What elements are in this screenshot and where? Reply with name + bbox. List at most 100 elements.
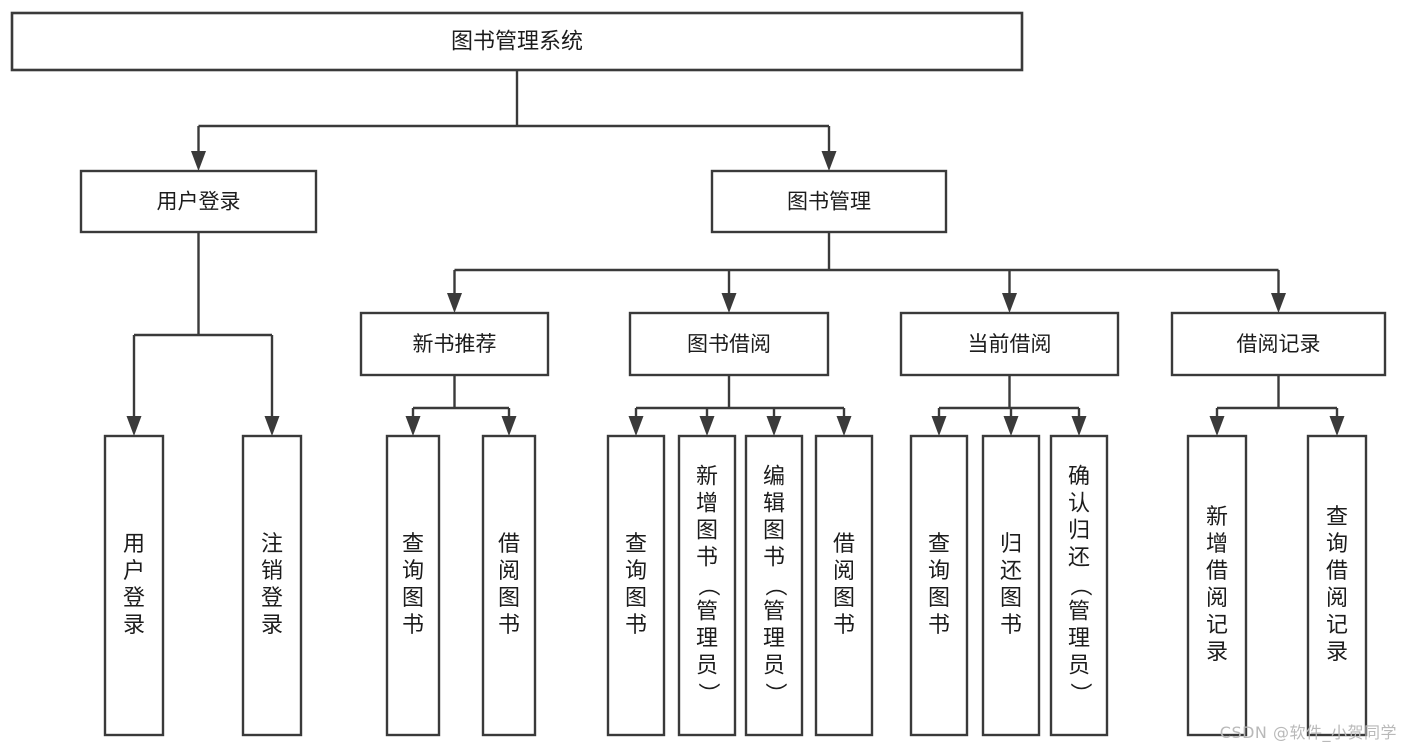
leaf-book-borrow-0-box [606, 434, 666, 737]
svg-text:查: 查 [1326, 505, 1348, 530]
node-borrow-record[interactable]: 借阅记录 [1170, 311, 1387, 377]
leaf-user-login-0-label: 用户登录 [123, 532, 145, 638]
svg-text:归: 归 [1000, 532, 1022, 557]
svg-text:询: 询 [928, 559, 950, 584]
svg-text:阅: 阅 [1206, 586, 1228, 611]
arrow-head-icon [447, 293, 462, 313]
svg-text:登: 登 [261, 586, 283, 611]
svg-text:用: 用 [123, 532, 145, 557]
svg-text:）: ） [695, 682, 720, 704]
arrow-head-icon [836, 416, 852, 436]
arrow-head-icon [1071, 416, 1087, 436]
arrow-head-icon [405, 416, 421, 436]
node-new-book-recommend[interactable]: 新书推荐 [359, 311, 550, 377]
node-current-borrow[interactable]: 当前借阅 [899, 311, 1120, 377]
node-user-login-box [79, 169, 318, 234]
svg-text:记: 记 [1206, 613, 1228, 638]
svg-text:书: 书 [498, 613, 520, 638]
leaf-new-book-recommend-1-box [481, 434, 537, 737]
svg-text:登: 登 [123, 586, 145, 611]
node-book-borrow[interactable]: 图书借阅 [628, 311, 830, 377]
node-layer: 图书管理系统用户登录图书管理新书推荐图书借阅当前借阅借阅记录用户登录注销登录查询… [10, 11, 1387, 737]
node-book-management[interactable]: 图书管理 [710, 169, 948, 234]
arrow-head-icon [1209, 416, 1225, 436]
node-root-system[interactable]: 图书管理系统 [10, 11, 1024, 72]
svg-text:管: 管 [696, 600, 718, 625]
svg-text:新: 新 [1206, 505, 1228, 530]
leaf-book-borrow-2-box [744, 434, 804, 737]
svg-text:图: 图 [928, 586, 950, 611]
svg-text:借: 借 [498, 532, 520, 557]
node-current-borrow-box [899, 311, 1120, 377]
node-current-borrow-label: 当前借阅 [968, 332, 1052, 356]
node-user-login[interactable]: 用户登录 [79, 169, 318, 234]
leaf-borrow-record-0-box [1186, 434, 1248, 737]
arrow-head-icon [501, 416, 517, 436]
svg-text:理: 理 [1068, 627, 1090, 652]
svg-text:还: 还 [1000, 559, 1022, 584]
svg-text:管: 管 [1068, 600, 1090, 625]
svg-text:录: 录 [261, 613, 283, 638]
svg-text:查: 查 [402, 532, 424, 557]
node-root-system-label: 图书管理系统 [451, 30, 583, 55]
node-new-book-recommend-label: 新书推荐 [413, 332, 497, 356]
arrow-head-icon [628, 416, 644, 436]
arrow-head-icon [1329, 416, 1345, 436]
svg-text:图: 图 [763, 519, 785, 544]
leaf-user-login-0[interactable]: 用户登录 [103, 434, 165, 737]
connector-layer [126, 70, 1345, 436]
node-borrow-record-box [1170, 311, 1387, 377]
svg-text:书: 书 [1000, 613, 1022, 638]
arrow-head-icon [766, 416, 782, 436]
svg-text:图: 图 [402, 586, 424, 611]
svg-text:管: 管 [763, 600, 785, 625]
svg-text:图: 图 [625, 586, 647, 611]
node-user-login-label: 用户登录 [157, 190, 241, 214]
arrow-head-icon [699, 416, 715, 436]
svg-text:新: 新 [696, 465, 718, 490]
leaf-book-borrow-1-box [677, 434, 737, 737]
arrow-head-icon [1002, 293, 1017, 313]
svg-text:增: 增 [696, 492, 718, 517]
svg-text:借: 借 [1206, 559, 1228, 584]
arrow-head-icon [264, 416, 280, 436]
svg-text:询: 询 [402, 559, 424, 584]
svg-text:录: 录 [123, 613, 145, 638]
svg-text:借: 借 [833, 532, 855, 557]
svg-text:（: （ [762, 574, 787, 596]
svg-text:图: 图 [833, 586, 855, 611]
svg-text:书: 书 [402, 613, 424, 638]
svg-text:员: 员 [763, 654, 785, 679]
arrow-head-icon [1003, 416, 1019, 436]
svg-text:增: 增 [1206, 532, 1228, 557]
svg-text:查: 查 [625, 532, 647, 557]
leaf-user-login-1-box [241, 434, 303, 737]
leaf-user-login-0-box [103, 434, 165, 737]
svg-text:认: 认 [1068, 492, 1090, 517]
svg-text:书: 书 [763, 546, 785, 571]
watermark-text: CSDN @软件_小贺同学 [1219, 723, 1397, 742]
